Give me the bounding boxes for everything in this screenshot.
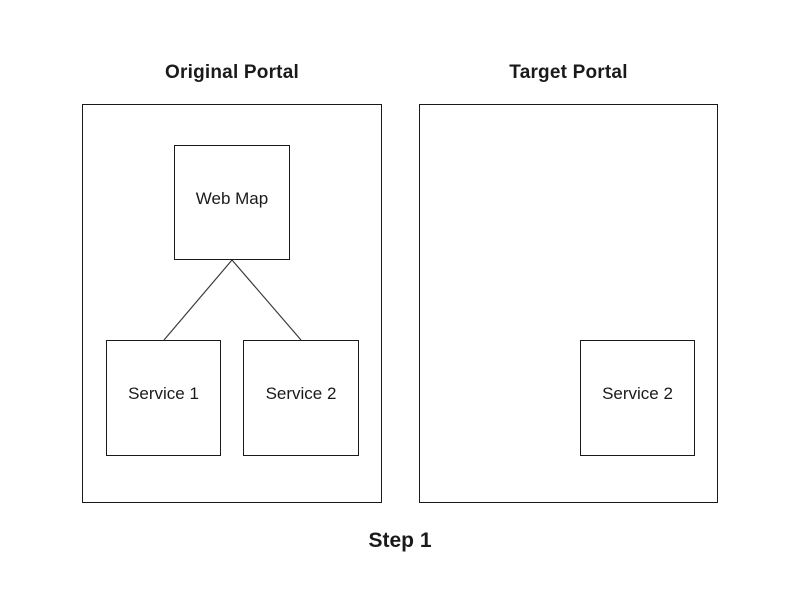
web-map-node: Web Map — [174, 145, 290, 260]
target-service2-node: Service 2 — [580, 340, 695, 456]
service2-node: Service 2 — [243, 340, 359, 456]
target-portal-title: Target Portal — [509, 62, 628, 83]
step-label: Step 1 — [368, 529, 432, 552]
original-portal-title: Original Portal — [165, 62, 299, 83]
service1-node: Service 1 — [106, 340, 221, 456]
